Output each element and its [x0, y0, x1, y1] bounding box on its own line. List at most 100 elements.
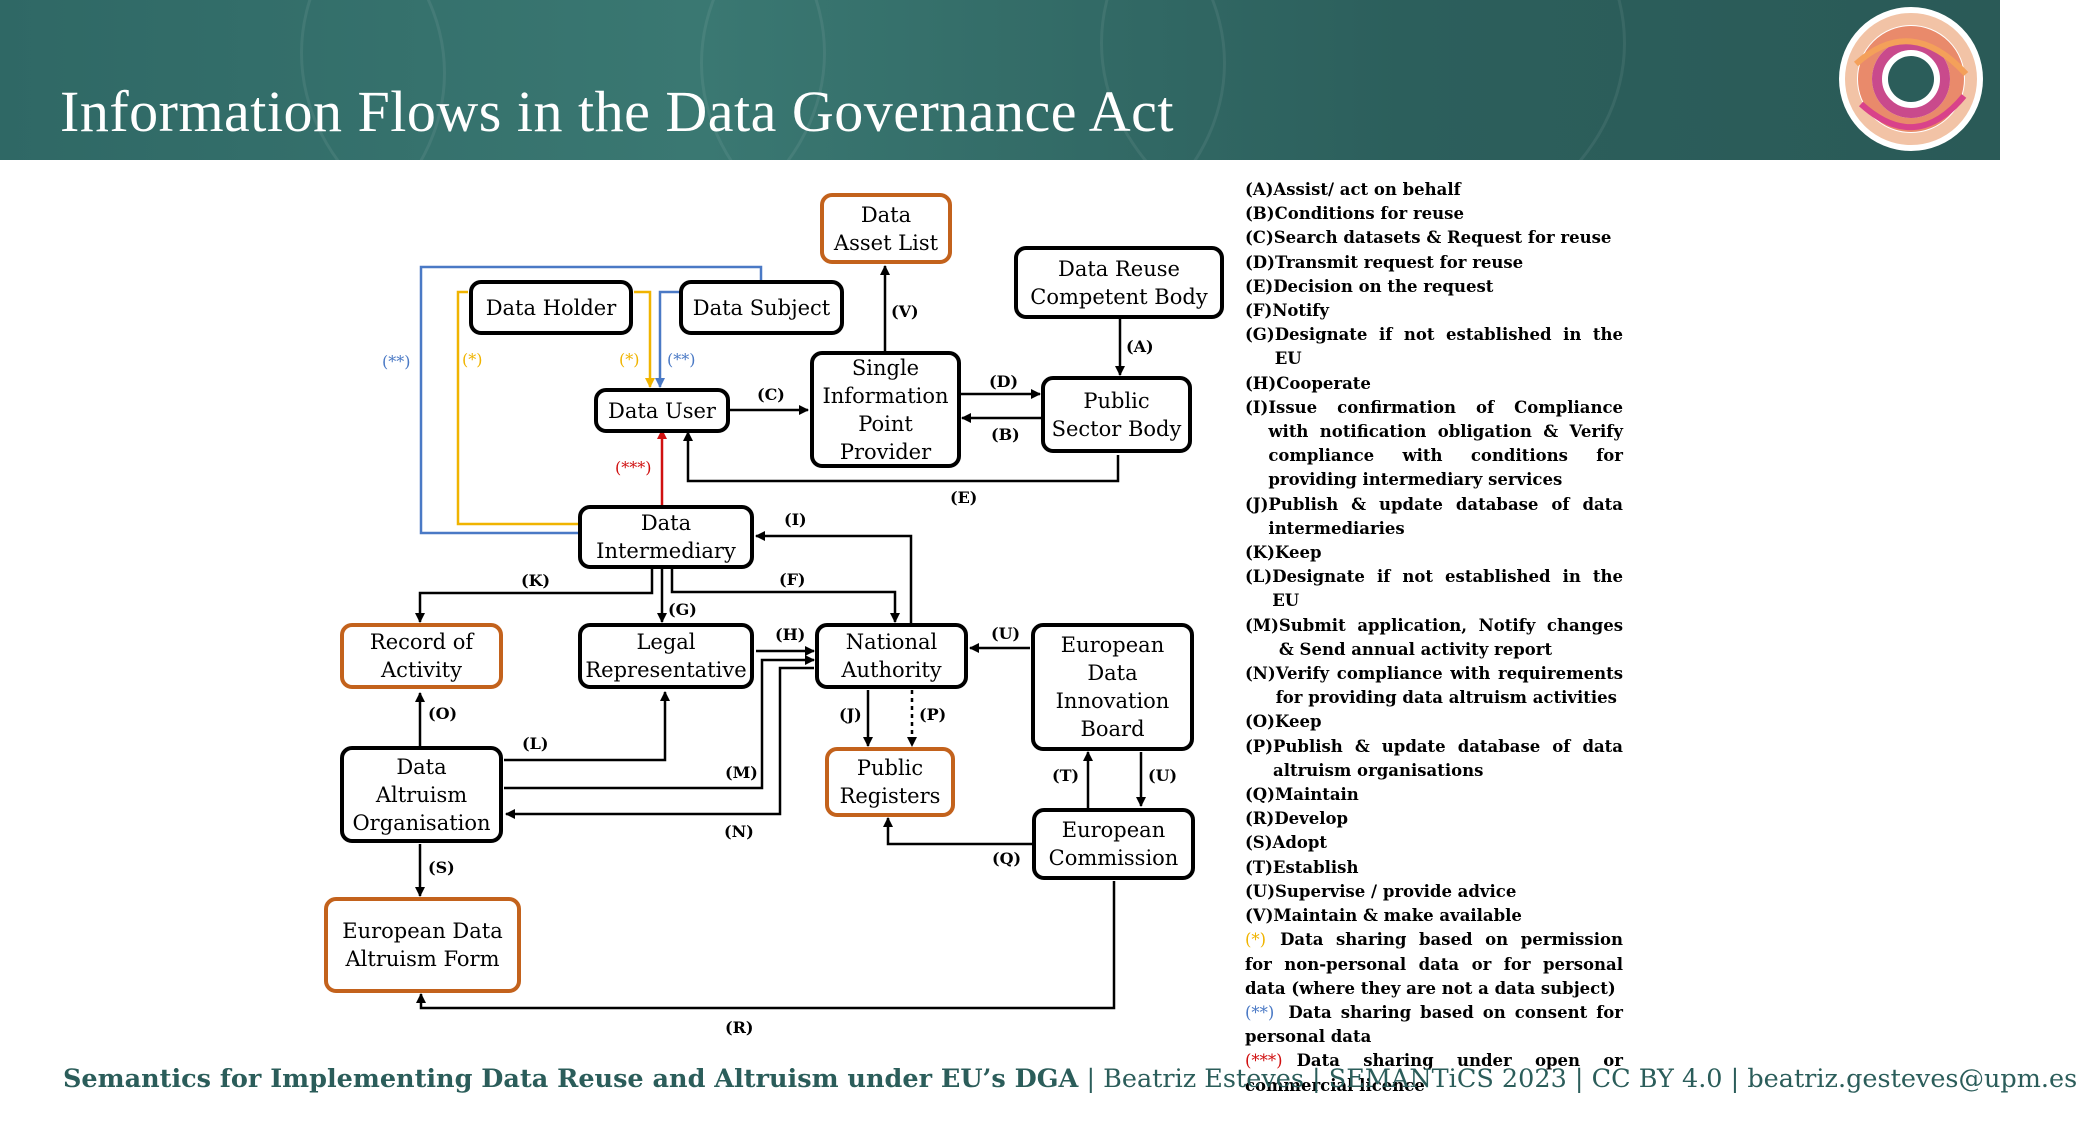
edge-label-u-top: (U) [991, 624, 1021, 643]
legend-note-consent: (**)Data sharing based on consent for pe… [1245, 1001, 1623, 1049]
legend-text: Maintain [1275, 785, 1359, 805]
edge-label-u-bottom: (U) [1148, 766, 1178, 785]
node-data-subject: Data Subject [679, 280, 844, 335]
edge-i [755, 531, 913, 624]
legend-text: Search datasets & Request for reuse [1273, 228, 1612, 248]
legend-code: (C) [1245, 228, 1274, 248]
edge-label-r: (R) [725, 1018, 754, 1037]
footer-title: Semantics for Implementing Data Reuse an… [63, 1064, 1079, 1094]
legend-code: (B) [1245, 204, 1275, 224]
node-data-altruism-organisation: Data Altruism Organisation [340, 746, 503, 843]
edge-label-v: (V) [891, 302, 919, 321]
legend-item: (N) Verify compliance with requirements … [1245, 662, 1623, 710]
edge-label-s: (S) [428, 858, 455, 877]
flow-consent-outer-line [419, 265, 763, 535]
legend-code: (H) [1245, 373, 1277, 393]
conference-ring-logo-icon [1839, 7, 1983, 151]
legend-code: (G) [1245, 325, 1275, 345]
slide-footer: Semantics for Implementing Data Reuse an… [63, 1064, 2077, 1094]
legend-code: (M) [1245, 615, 1279, 635]
edge-label-licence: (***) [615, 458, 652, 477]
edge-label-m: (M) [725, 763, 758, 782]
edge-label-b: (B) [991, 425, 1020, 444]
edge-label-q: (Q) [992, 849, 1022, 868]
footer-credits: | Beatriz Esteves | SEMANTiCS 2023 | CC … [1078, 1064, 2077, 1094]
node-data-reuse-competent-body: Data Reuse Competent Body [1014, 246, 1224, 319]
legend-item: (T) Establish [1245, 856, 1623, 880]
edge-label-l: (L) [522, 734, 549, 753]
edge-label-j: (J) [839, 705, 862, 724]
legend-text: Notify [1272, 301, 1329, 321]
legend-text: Publish & update database of data altrui… [1273, 736, 1623, 780]
node-european-data-altruism-form: European Data Altruism Form [324, 897, 521, 993]
node-data-asset-list: Data Asset List [820, 193, 952, 264]
node-european-commission: European Commission [1032, 808, 1195, 880]
edge-m [504, 655, 815, 790]
legend-code: (V) [1245, 906, 1274, 926]
edge-label-permission-right: (*) [619, 350, 640, 369]
legend-code: (Q) [1245, 785, 1275, 805]
legend-text: Maintain & make available [1273, 906, 1522, 926]
node-record-of-activity: Record of Activity [340, 623, 503, 689]
node-data-holder: Data Holder [469, 280, 633, 335]
legend-code: (F) [1245, 301, 1273, 321]
flow-permission-outer-line [456, 290, 578, 526]
edge-label-consent-left: (**) [382, 352, 411, 371]
legend-code: (I) [1245, 397, 1269, 417]
edge-n [505, 666, 814, 819]
edge-label-h: (H) [775, 625, 806, 644]
information-flow-diagram [415, 265, 1146, 1010]
legend-item: (J) Publish & update database of data in… [1245, 493, 1623, 541]
node-european-data-innovation-board: European Data Innovation Board [1031, 623, 1194, 751]
legend-text: Designate if not established in the EU [1272, 567, 1623, 611]
legend-code: (O) [1245, 712, 1275, 732]
slide-title: Information Flows in the Data Governance… [60, 79, 1175, 144]
legend-item: (L) Designate if not established in the … [1245, 565, 1623, 613]
legend-item: (V) Maintain & make available [1245, 904, 1623, 928]
legend-code: (T) [1245, 857, 1273, 877]
legend-text: Publish & update database of data interm… [1268, 494, 1623, 538]
legend-code: (J) [1245, 494, 1269, 514]
edge-q [883, 817, 1032, 846]
legend-code: (P) [1245, 736, 1274, 756]
legend-code: (D) [1245, 252, 1275, 272]
edge-label-e: (E) [950, 488, 978, 507]
legend-text: Conditions for reuse [1274, 204, 1464, 224]
legend-item: (S) Adopt [1245, 831, 1623, 855]
legend-text: Verify compliance with requirements for … [1275, 664, 1623, 708]
legend-item: (H) Cooperate [1245, 372, 1623, 396]
legend-item: (O) Keep [1245, 710, 1623, 734]
legend-note-licence: (***)Data sharing under open or commerci… [1245, 1049, 1623, 1097]
edge-label-o: (O) [428, 704, 458, 723]
legend-text: Keep [1275, 712, 1322, 732]
legend-code: (E) [1245, 276, 1274, 296]
legend-note-marker: (*) [1245, 930, 1267, 950]
flow-permission-to-data-user [634, 290, 655, 388]
legend-text: Decision on the request [1273, 276, 1494, 296]
node-national-authority: National Authority [815, 623, 968, 689]
edge-label-n: (N) [724, 822, 754, 841]
legend-item: (M)Submit application, Notify changes & … [1245, 614, 1623, 662]
node-data-intermediary: Data Intermediary [578, 505, 754, 569]
legend-note-marker: (**) [1245, 1002, 1275, 1022]
edge-label-g: (G) [668, 600, 697, 619]
legend-item: (U) Supervise / provide advice [1245, 880, 1623, 904]
edge-label-k: (K) [521, 571, 551, 590]
legend-code: (K) [1245, 543, 1275, 563]
legend-note-permission: (*)Data sharing based on permission for … [1245, 928, 1623, 1001]
node-legal-representative: Legal Representative [578, 623, 754, 689]
legend-code: (N) [1245, 664, 1276, 684]
legend-item: (R) Develop [1245, 807, 1623, 831]
node-public-sector-body: Public Sector Body [1041, 376, 1192, 453]
legend-item: (G)Designate if not established in the E… [1245, 323, 1623, 371]
edge-label-consent-right: (**) [667, 350, 696, 369]
edge-f [670, 568, 900, 623]
legend-code: (S) [1245, 833, 1273, 853]
legend-text: Assist/ act on behalf [1273, 180, 1461, 199]
legend: (A) Assist/ act on behalf (B) Conditions… [1245, 178, 1623, 1098]
legend-item: (C) Search datasets & Request for reuse [1245, 226, 1623, 250]
edge-label-permission-left: (*) [462, 350, 483, 369]
legend-code: (A) [1245, 180, 1274, 199]
edge-label-t: (T) [1052, 766, 1080, 785]
legend-code: (R) [1245, 809, 1275, 829]
